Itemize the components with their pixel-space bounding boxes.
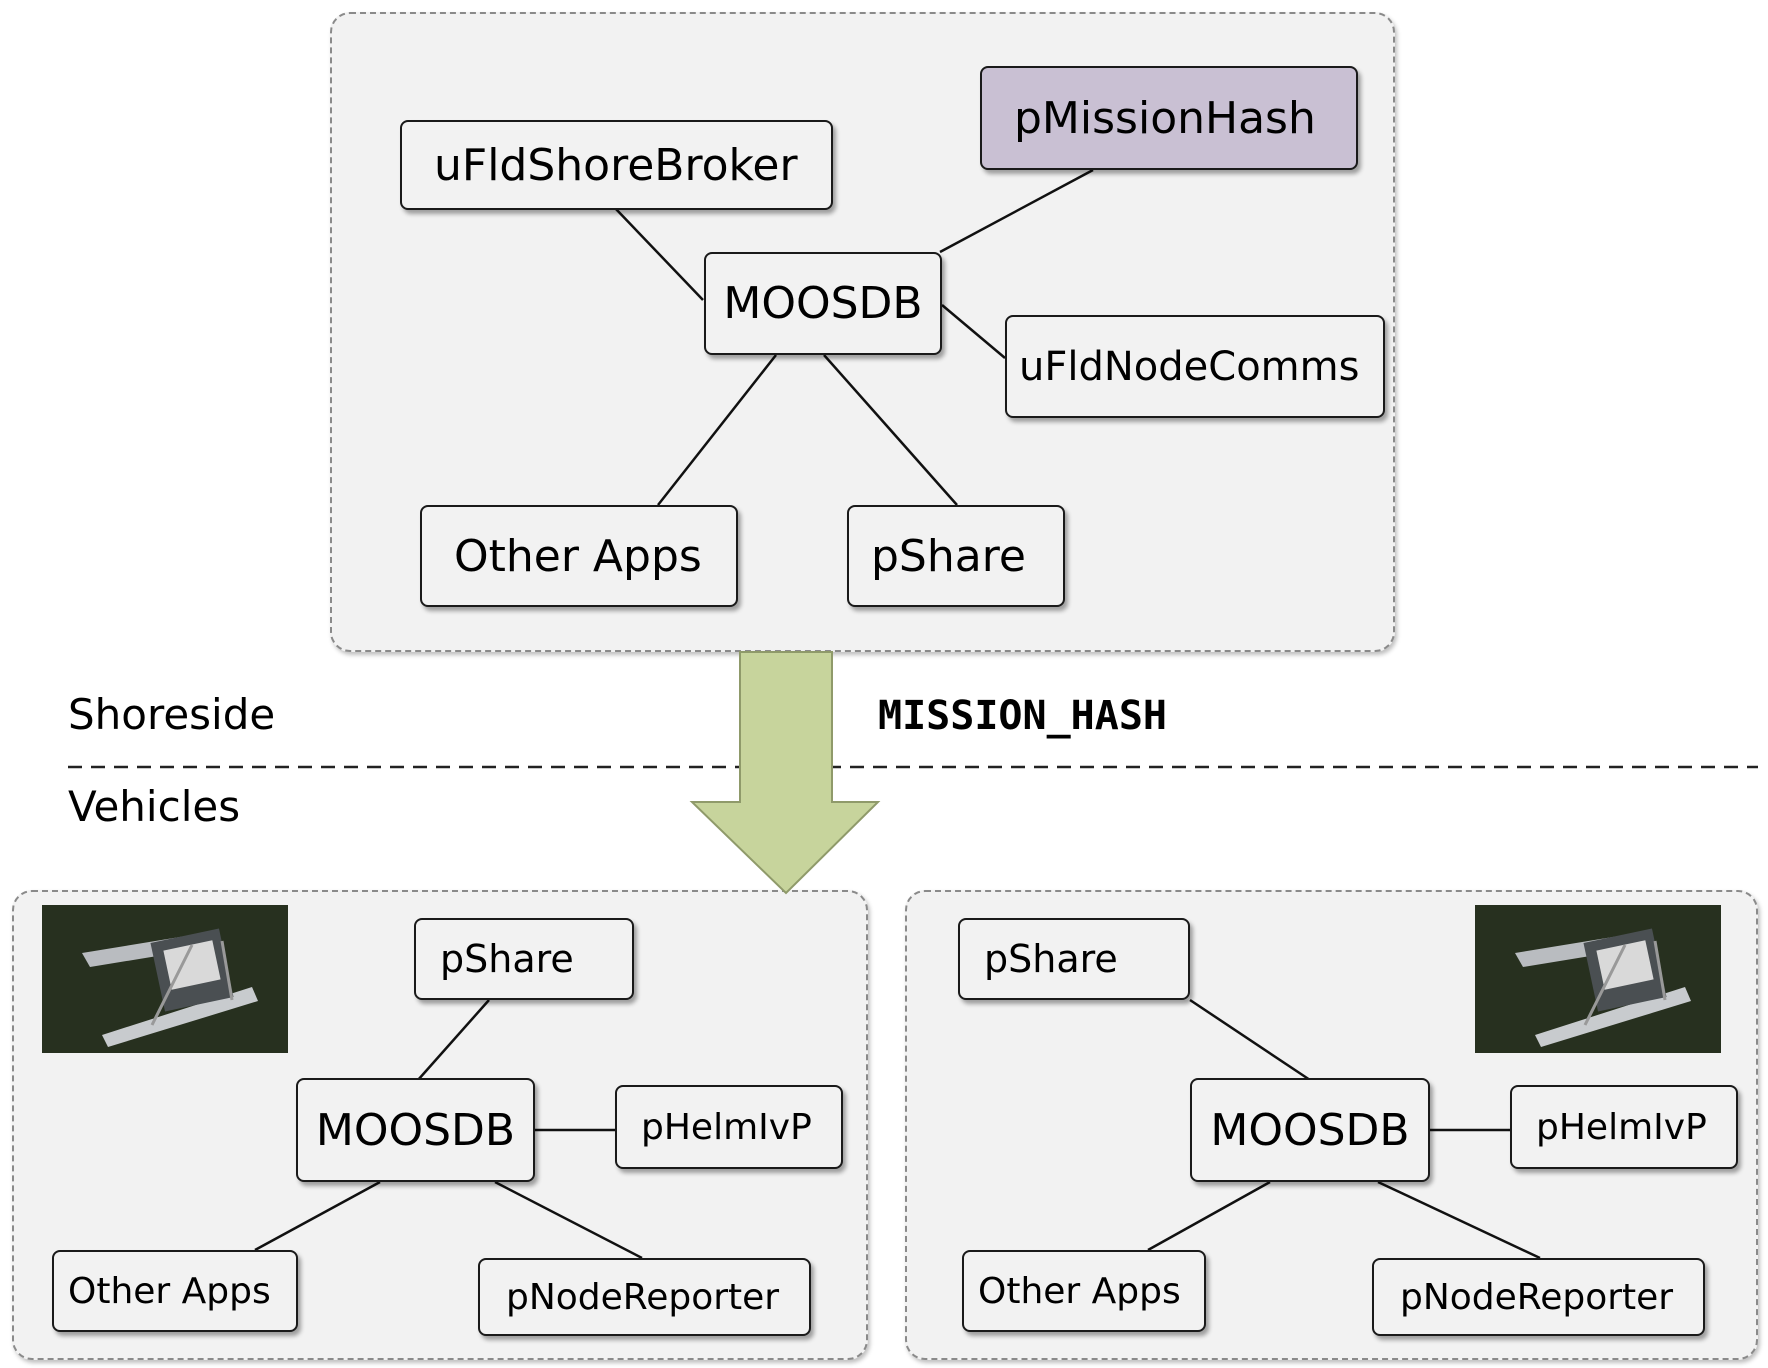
vehicle-photo-left [42,905,288,1053]
node-pshare-right: pShare [958,918,1190,1000]
node-phelmivp-left: pHelmIvP [615,1085,843,1169]
vehicles-label: Vehicles [68,782,241,831]
node-ufldshorebroker: uFldShoreBroker [400,120,833,210]
node-pmissionhash: pMissionHash [980,66,1358,170]
edge-broker-db [614,207,704,301]
node-ufldnodecomms: uFldNodeComms [1005,315,1385,418]
edge-db-comms [941,304,1006,359]
twin-hull-boat-icon [1475,905,1721,1053]
node-pnodereporter-right: pNodeReporter [1372,1258,1705,1336]
edge-left-db-other [254,1180,381,1252]
edge-hash-db [939,168,1094,254]
edge-left-share-db [417,999,490,1081]
node-other-apps-left: Other Apps [52,1250,298,1332]
node-moosdb-right: MOOSDB [1190,1078,1430,1182]
node-pnodereporter-left: pNodeReporter [478,1258,811,1336]
edge-right-db-reporter [1377,1180,1541,1260]
edge-left-db-reporter [494,1180,643,1260]
node-moosdb-left: MOOSDB [296,1078,535,1182]
edge-right-share-db [1189,998,1311,1082]
node-pshare-shoreside: pShare [847,505,1065,607]
node-other-apps-shoreside: Other Apps [420,505,738,607]
node-other-apps-right: Other Apps [962,1250,1206,1332]
twin-hull-boat-icon [42,905,288,1053]
node-moosdb-shoreside: MOOSDB [704,252,942,355]
node-pshare-left: pShare [414,918,634,1000]
node-phelmivp-right: pHelmIvP [1510,1085,1738,1169]
edge-db-other [657,354,777,506]
mission-hash-message-label: MISSION_HASH [878,693,1167,739]
mission-hash-down-arrow [689,651,881,895]
edge-right-db-other [1147,1180,1271,1252]
vehicle-photo-right [1475,905,1721,1053]
edge-db-share [823,354,958,506]
shoreside-label: Shoreside [68,690,276,739]
